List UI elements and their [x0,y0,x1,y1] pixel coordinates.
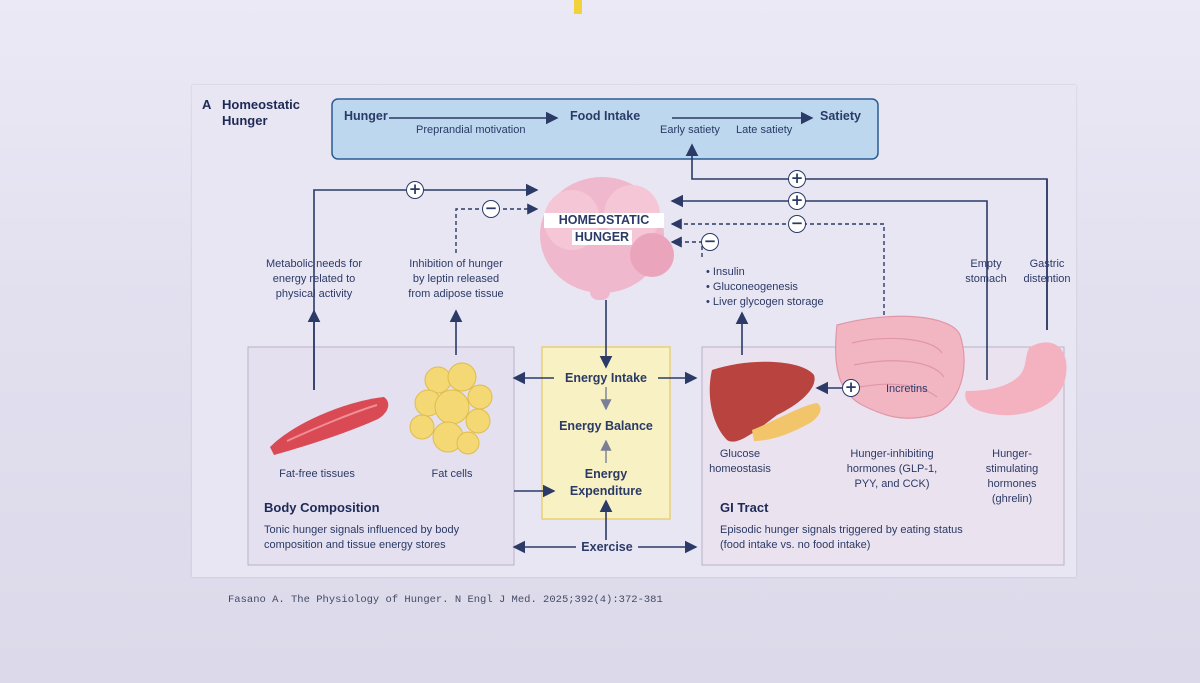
gi-tract-title: GI Tract [720,500,769,515]
glucose-line2: homeostasis [709,463,771,475]
panel-letter: A [202,97,212,112]
figure-panel: A Homeostatic Hunger Hunger Food Intake … [192,85,1076,577]
hunger-label: Hunger [344,109,388,123]
stimulating-line1: Hunger- [992,448,1032,460]
empty-line1: Empty [970,258,1002,270]
inhibiting-line2: hormones (GLP-1, [846,463,938,475]
panel-title-line2: Hunger [222,113,268,128]
stimulating-line2: stimulating [985,463,1039,475]
metabolic-line2: energy related to [272,273,356,285]
fat-cells-illustration [409,362,493,455]
arrow-incretin-to-brain [670,218,885,315]
leptin-line1: Inhibition of hunger [409,258,503,270]
arrow-leptin-to-brain [455,203,539,253]
minus-sign-incretin: − [788,215,806,233]
plus-sign-metabolic: + [406,181,424,199]
fat-cells-label: Fat cells [431,468,473,480]
leptin-line2: by leptin released [412,273,500,285]
citation-text: Fasano A. The Physiology of Hunger. N En… [228,594,663,606]
gluconeogenesis-label: • Gluconeogenesis [706,281,798,293]
arrow-empty-to-brain [670,194,988,380]
muscle-illustration [270,397,389,455]
minus-sign-leptin: − [482,200,500,218]
energy-expenditure-line2: Expenditure [569,484,643,498]
insulin-label: • Insulin [706,266,745,278]
arrow-insulin-to-brain [670,236,703,257]
body-composition-title: Body Composition [264,500,380,515]
glucose-line1: Glucose [719,448,761,460]
late-satiety-label: Late satiety [736,124,793,136]
early-satiety-label: Early satiety [660,124,720,136]
plus-sign-incretins: + [842,379,860,397]
minus-sign-insulin: − [701,233,719,251]
brain-label-line2: HUNGER [572,230,632,245]
gastric-line1: Gastric [1029,258,1065,270]
plus-sign-empty: + [788,192,806,210]
empty-line2: stomach [965,273,1007,285]
stimulating-line3: hormones [987,478,1037,490]
stimulating-line4: (ghrelin) [991,493,1033,505]
gi-desc-line1: Episodic hunger signals triggered by eat… [720,524,963,536]
inhibiting-line1: Hunger-inhibiting [850,448,934,460]
glycogen-label: • Liver glycogen storage [706,296,824,308]
brain-label-line1: HOMEOSTATIC [544,213,664,228]
liver-illustration [709,361,821,442]
inhibiting-line3: PYY, and CCK) [854,478,930,490]
metabolic-line1: Metabolic needs for [266,258,362,270]
exercise-label: Exercise [576,540,638,555]
body-desc-line1: Tonic hunger signals influenced by body [264,524,460,536]
leptin-line3: from adipose tissue [408,288,504,300]
fat-free-label: Fat-free tissues [279,468,355,480]
body-desc-line2: composition and tissue energy stores [264,539,446,551]
incretins-label: Incretins [886,383,928,395]
plus-sign-gastric: + [788,170,806,188]
satiety-label: Satiety [820,109,861,123]
energy-balance-label: Energy Balance [559,419,653,433]
metabolic-line3: physical activity [275,288,353,300]
gastric-line2: distention [1023,273,1071,285]
stomach-illustration [965,342,1067,416]
top-flow-box [331,98,879,160]
gi-desc-line2: (food intake vs. no food intake) [720,539,871,551]
panel-title-line1: Homeostatic [222,97,301,112]
energy-expenditure-line1: Energy [584,467,628,481]
energy-intake-label: Energy Intake [554,371,658,386]
preprandial-label: Preprandial motivation [416,124,526,136]
food-intake-label: Food Intake [570,109,641,123]
yellow-marker [574,0,582,14]
